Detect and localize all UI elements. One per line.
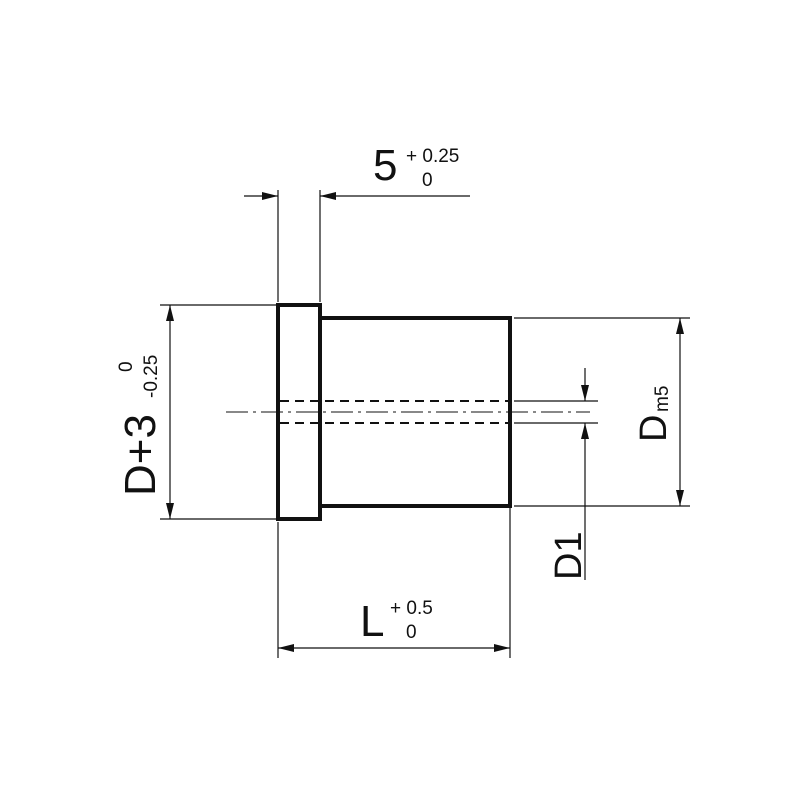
body-diameter-tolerance-class: m5 — [652, 386, 673, 412]
length-dimension: L + 0.5 0 — [277, 508, 511, 658]
arrow-head — [262, 192, 278, 200]
arrow-head — [676, 318, 684, 334]
arrow-head — [166, 305, 174, 321]
length-value: L — [360, 597, 384, 646]
arrow-head — [676, 490, 684, 506]
bushing-part — [226, 303, 590, 521]
arrow-head — [494, 644, 510, 652]
flange-diameter-upper-tolerance: 0 — [116, 361, 137, 372]
arrow-head — [581, 423, 589, 439]
flange-thickness-upper-tolerance: + 0.25 — [406, 146, 459, 167]
flange-diameter-lower-tolerance: -0.25 — [141, 355, 162, 398]
length-lower-tolerance: 0 — [406, 622, 417, 643]
flange-thickness-lower-tolerance: 0 — [422, 170, 433, 191]
arrow-head — [320, 192, 336, 200]
arrow-head — [278, 644, 294, 652]
arrow-head — [581, 385, 589, 401]
bore-diameter-value: D1 — [548, 531, 590, 580]
length-upper-tolerance: + 0.5 — [390, 598, 433, 619]
body-diameter-dimension: D m5 — [514, 317, 690, 507]
flange-diameter-dimension: D+3 0 -0.25 — [116, 304, 276, 520]
body-diameter-value: D — [633, 415, 675, 442]
arrow-head — [166, 503, 174, 519]
bore-diameter-dimension: D1 — [514, 368, 598, 580]
flange-diameter-value: D+3 — [116, 414, 165, 496]
flange-thickness-value: 5 — [373, 141, 397, 190]
flange-thickness-dimension: 5 + 0.25 0 — [244, 141, 470, 302]
